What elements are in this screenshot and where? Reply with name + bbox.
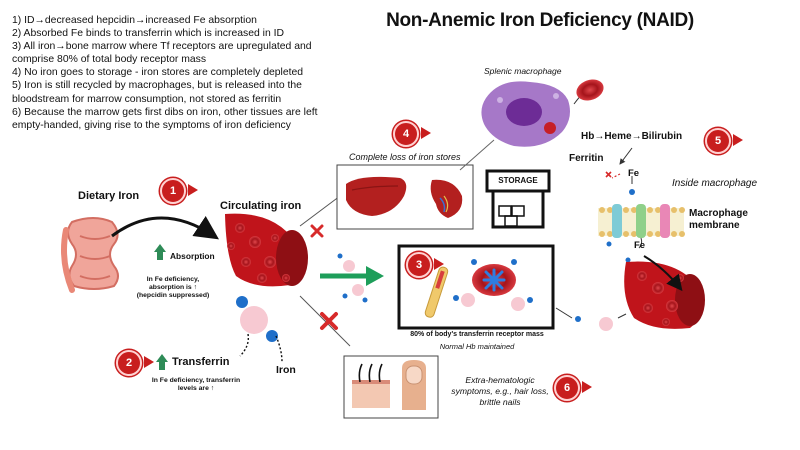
macrophage-to-storage-line [459,139,495,171]
hb-heme-bilirubin-label: Hb→Heme→Bilirubin [581,131,683,142]
transferrin-note: In Fe deficiency, transferrin levels are… [151,377,241,393]
blood-vessel-icon [225,213,308,287]
note-2: 2) Absorbed Fe binds to transferrin whic… [12,28,285,40]
storage-path-line [299,195,341,227]
dietary-iron-label: Dietary Iron [78,190,140,202]
absorption-arrow [111,216,219,240]
blocked-x-icon [320,312,338,330]
fe-top-label: Fe [628,168,640,179]
hair-follicle-icon [352,363,390,408]
transferrin-up-arrow-icon [156,354,168,370]
receptor-mass-label: 80% of body's transferrin receptor mass [410,331,544,338]
complete-loss-label: Complete loss of iron stores [349,152,461,162]
extra-hematologic-label: Extra-hematologic symptoms, e.g., hair l… [451,375,549,407]
note-6: 6) Because the marrow gets first dibs on… [12,106,318,131]
numbered-notes: 1) ID→decreased hepcidin→increased Fe ab… [12,14,337,132]
normal-hb-label: Normal Hb maintained [439,342,515,351]
macrophage-icon [481,81,570,147]
absorption-up-arrow-icon [154,244,166,260]
bone-marrow-icon [424,266,449,318]
storage-building-icon [485,169,551,229]
fe-bottom-label: Fe [634,240,646,251]
step-badge-1: 1 [160,178,186,204]
blocked-x-icon [605,171,612,178]
fingernail-icon [402,360,426,410]
transferrin-circle [240,306,268,334]
iron-label: Iron [276,364,296,376]
note-1: 1) ID→decreased hepcidin→increased Fe ab… [12,15,257,26]
step-badge-4: 4 [393,121,419,147]
step-badge-2: 2 [116,350,142,376]
membrane-icon [598,204,685,249]
splenic-macrophage-label: Splenic macrophage [484,66,562,76]
inside-macrophage-label: Inside macrophage [672,178,758,189]
blocked-x-icon [310,224,324,238]
note-3: 3) All iron→bone marrow where Tf recepto… [12,41,312,66]
spleen-icon [430,179,463,218]
iron-dot [236,296,248,308]
diagram-title: Non-Anemic Iron Deficiency (NAID) [386,10,694,31]
macrophage-membrane-label: Macrophage membrane [689,208,748,231]
absorption-note: In Fe deficiency, absorption is ↑ (hepci… [136,276,210,300]
absorption-label: Absorption [170,251,215,261]
ferritin-label: Ferritin [569,153,604,164]
circulating-iron-label: Circulating iron [220,200,302,212]
note-5: 5) Iron is still recycled by macrophages… [12,80,302,105]
tissue-path-line [299,295,351,347]
liver-icon [346,176,407,216]
storage-label: STORAGE [498,176,538,185]
iron-dot [266,330,278,342]
step-badge-6: 6 [554,375,580,401]
red-blood-cell-icon [472,264,516,296]
step-badge-5: 5 [705,128,731,154]
transferrin-label: Transferrin [172,356,230,368]
step-badge-3: 3 [406,252,432,278]
note-4: 4) No iron goes to storage - iron stores… [12,67,304,79]
red-blood-cell-icon [576,79,604,101]
intestine-icon [61,217,119,293]
